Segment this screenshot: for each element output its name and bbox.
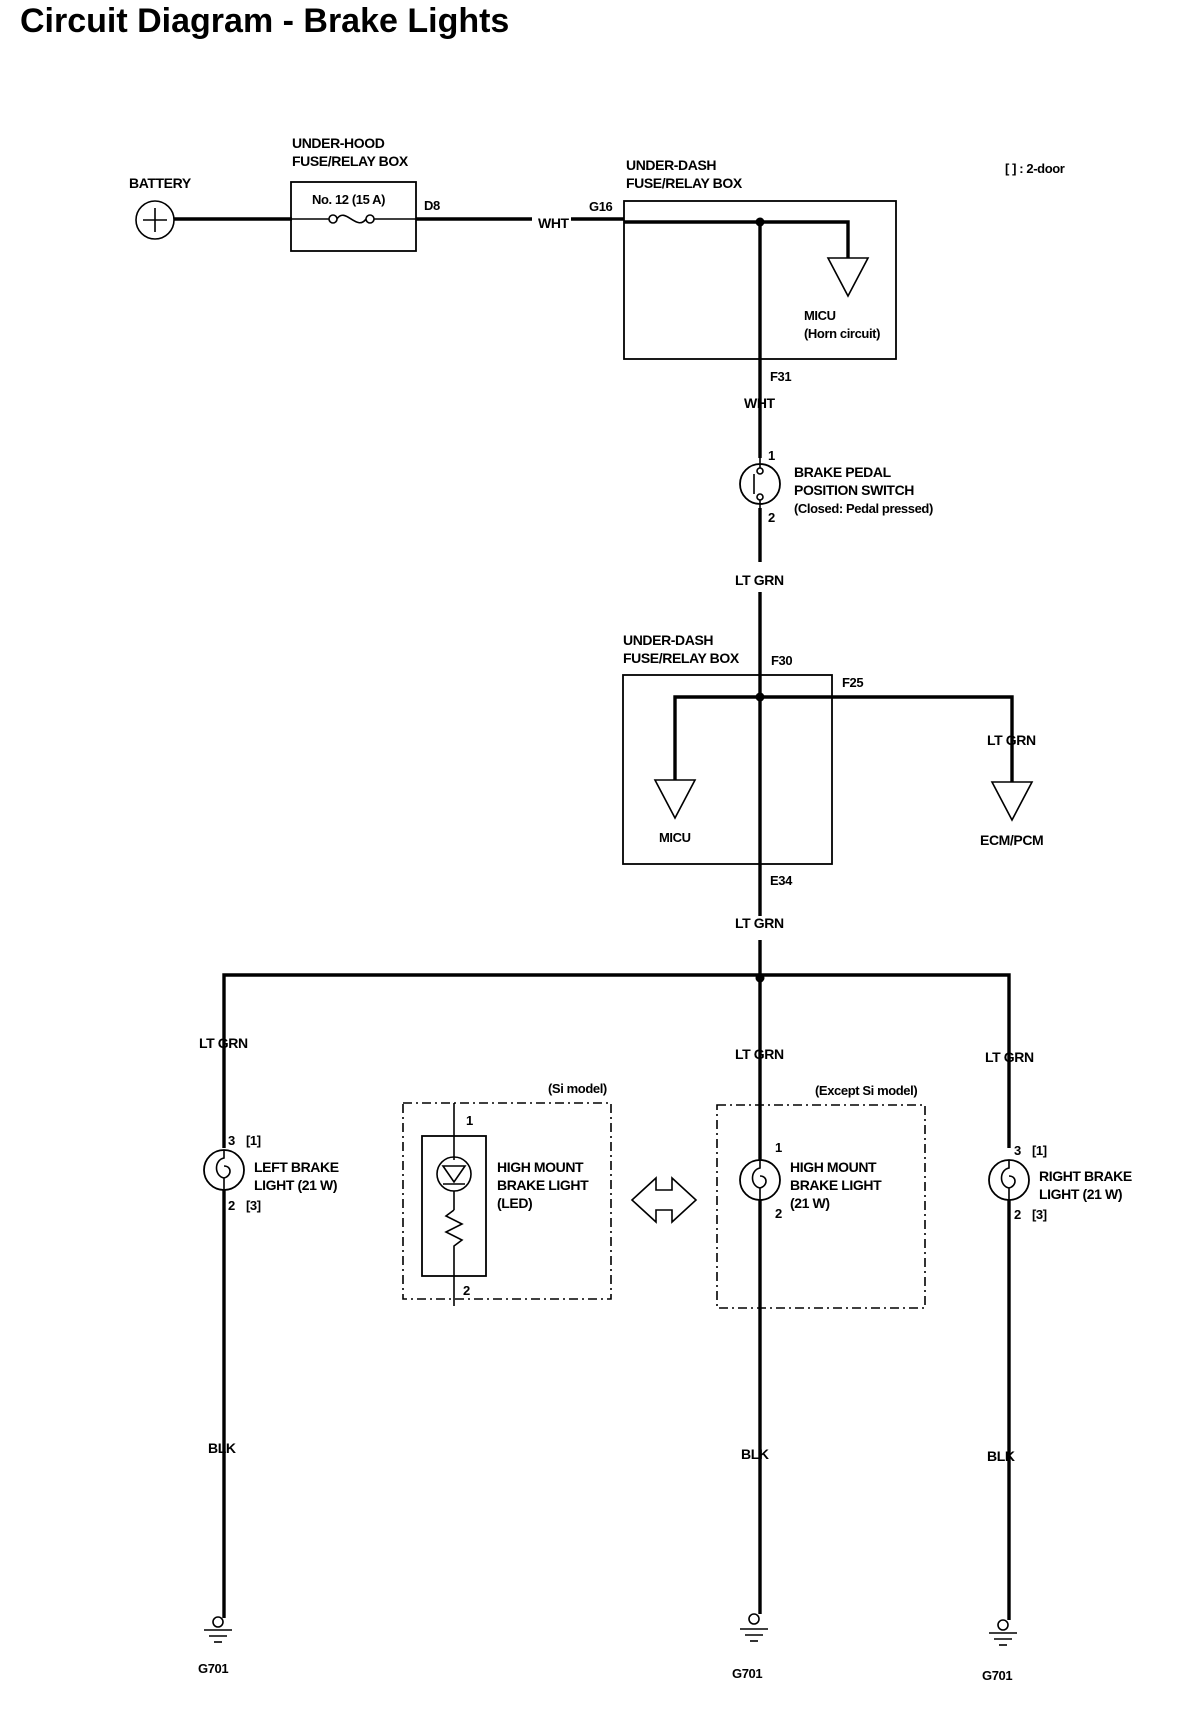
ecm-pcm-label: ECM/PCM [980,832,1043,848]
except-si-model-box [716,1104,926,1309]
page-title: Circuit Diagram - Brake Lights [20,2,510,40]
under-hood-box-label-2: FUSE/RELAY BOX [292,153,409,169]
ecm-arrow-icon [990,781,1034,822]
under-dash-bottom-label-1: UNDER-DASH [623,632,713,648]
connector-f31: F31 [770,369,791,384]
micu-arrow-icon [653,779,697,820]
wire-color-ltgrn-right: LT GRN [985,1049,1034,1065]
connector-d8: D8 [424,198,440,213]
si-label-3: (LED) [497,1195,532,1211]
brake-switch-label-3: (Closed: Pedal pressed) [794,501,933,516]
except-si-pin-bottom: 2 [775,1206,782,1221]
right-light-label-2: LIGHT (21 W) [1039,1186,1122,1202]
legend-2door: [ ] : 2-door [1005,161,1065,176]
wire-color-ltgrn-ecm: LT GRN [987,732,1036,748]
under-hood-box-label-1: UNDER-HOOD [292,135,385,151]
wire-to-ecm [760,695,1014,782]
wire-color-ltgrn-left: LT GRN [199,1035,248,1051]
brake-switch-icon [739,458,781,510]
left-light-pin-top: 3 [228,1133,235,1148]
left-light-pin-bottom: 2 [228,1198,235,1213]
battery-icon [135,200,175,240]
led-icon [436,1136,472,1210]
micu-horn-arrow-icon [826,257,870,298]
right-light-pin-top-2door: [1] [1032,1143,1047,1158]
left-light-label-2: LIGHT (21 W) [254,1177,337,1193]
si-label-2: BRAKE LIGHT [497,1177,589,1193]
micu-label: MICU [659,830,691,845]
wire-color-ltgrn-1: LT GRN [735,572,784,588]
under-dash-top-label-1: UNDER-DASH [626,157,716,173]
except-si-label-2: BRAKE LIGHT [790,1177,882,1193]
under-dash-box-bottom [622,674,833,865]
left-light-pin-bottom-2door: [3] [246,1198,261,1213]
under-hood-fuse-box [290,181,417,252]
left-brake-light-icon [203,1149,245,1191]
brake-switch-pin2: 2 [768,510,775,525]
under-dash-bottom-label-2: FUSE/RELAY BOX [623,650,740,666]
left-light-pin-top-2door: [1] [246,1133,261,1148]
si-model-tag: (Si model) [548,1081,607,1096]
wire-color-blk-right: BLK [987,1448,1015,1464]
right-brake-light-icon [988,1159,1030,1201]
ground-center-label: G701 [732,1666,762,1681]
except-si-pin-top: 1 [775,1140,782,1155]
wire-color-wht-2: WHT [744,395,776,411]
connector-f25: F25 [842,675,863,690]
brake-switch-label-2: POSITION SWITCH [794,482,914,498]
right-light-pin-bottom: 2 [1014,1207,1021,1222]
wire-bus-horizontal [222,973,1011,1148]
resistor-icon [444,1209,464,1276]
fuse-icon [292,214,416,224]
brake-switch-label-1: BRAKE PEDAL [794,464,892,480]
battery-label: BATTERY [129,175,192,191]
wire-color-ltgrn-2: LT GRN [735,915,784,931]
double-arrow-icon [630,1176,698,1224]
ground-right-icon [989,1619,1017,1646]
brake-switch-pin1: 1 [768,448,775,463]
except-si-label-3: (21 W) [790,1195,830,1211]
except-si-label-1: HIGH MOUNT [790,1159,877,1175]
micu-horn-label-1: MICU [804,308,836,323]
high-mount-bulb-icon [739,1159,781,1201]
connector-f30: F30 [771,653,792,668]
ground-left-icon [204,1616,232,1643]
connector-g16: G16 [589,199,613,214]
si-pin-top: 1 [466,1113,473,1128]
connector-e34: E34 [770,873,793,888]
wire-color-blk-left: BLK [208,1440,236,1456]
wire-to-micu [673,695,760,780]
wire-color-blk-center: BLK [741,1446,769,1462]
wire-to-micu-horn [760,220,850,258]
right-light-pin-bottom-2door: [3] [1032,1207,1047,1222]
except-si-model-tag: (Except Si model) [815,1083,917,1098]
ground-right-label: G701 [982,1668,1012,1683]
si-label-1: HIGH MOUNT [497,1159,584,1175]
wire-color-ltgrn-center: LT GRN [735,1046,784,1062]
under-dash-top-label-2: FUSE/RELAY BOX [626,175,743,191]
fuse-label: No. 12 (15 A) [312,192,385,207]
ground-center-icon [740,1613,768,1642]
wire-color-wht-1: WHT [538,215,570,231]
micu-horn-label-2: (Horn circuit) [804,326,880,341]
ground-left-label: G701 [198,1661,228,1676]
right-light-pin-top: 3 [1014,1143,1021,1158]
si-pin-bottom: 2 [463,1283,470,1298]
right-light-label-1: RIGHT BRAKE [1039,1168,1132,1184]
si-model-box [402,1102,612,1300]
left-light-label-1: LEFT BRAKE [254,1159,339,1175]
